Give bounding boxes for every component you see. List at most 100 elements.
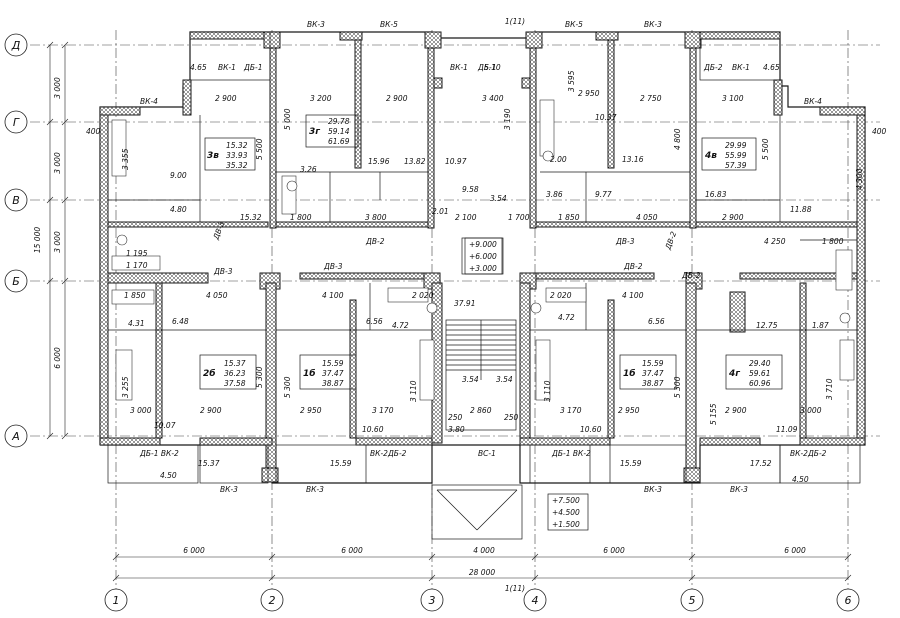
dim-text: 1 800 xyxy=(822,237,844,246)
axis-label: Д xyxy=(11,39,21,52)
misc-dimensions: 400 400 5.10 1 170 1 195 250 250 xyxy=(86,63,887,422)
room-area: 4.50 xyxy=(792,475,809,484)
room-area: 4.65 xyxy=(190,63,207,72)
dim-text: 1 800 xyxy=(290,213,312,222)
dim-tick xyxy=(688,553,696,561)
level: +6.000 xyxy=(469,252,497,261)
dim-text: 3 000 xyxy=(800,406,822,415)
dim-text: 6 000 xyxy=(784,546,806,555)
dim-text: 5 500 xyxy=(255,138,264,160)
opening-mark: ВК-2ДБ-2 xyxy=(370,449,407,458)
dim-text: 3 595 xyxy=(567,70,576,92)
apt-type: 4г xyxy=(728,369,740,379)
axis-bubble-5 xyxy=(680,588,704,612)
opening-mark: ДБ-1 ВК-2 xyxy=(551,449,591,458)
dim-text: 3 800 xyxy=(365,213,387,222)
dim-tick xyxy=(688,574,696,582)
axis-label: 4 xyxy=(532,594,539,607)
room-area: 15.96 xyxy=(368,157,390,166)
room-area: 2.00 xyxy=(550,155,567,164)
room-area: 13.82 xyxy=(404,157,426,166)
opening-mark: ВК-1 xyxy=(218,63,236,72)
dim-text: 3 170 xyxy=(560,406,582,415)
opening-marks: ВК-3 ВК-5 ВК-5 ВК-3 ВК-1 ДБ-1 ВК-1 ДБ-1 … xyxy=(139,20,827,494)
room-area: 10.37 xyxy=(595,113,617,122)
room-area: 4.31 xyxy=(128,319,145,328)
axis-bubble-D xyxy=(4,33,28,57)
apt-area: 55.99 xyxy=(725,151,747,160)
opening-mark: ДБ-1 xyxy=(477,63,496,72)
dim-tick xyxy=(844,574,852,582)
apt-area: 37.47 xyxy=(642,369,664,378)
opening-mark: ВК-2ДБ-2 xyxy=(790,449,827,458)
dim-text: 2 020 xyxy=(412,291,434,300)
axis-label: 6 xyxy=(845,594,852,607)
apt-area: 37.58 xyxy=(224,379,246,388)
total-width: 28 000 xyxy=(469,568,495,577)
section-mark-bottom: 1(11) xyxy=(505,584,525,593)
room-area: 9.77 xyxy=(595,190,612,199)
opening-mark: ВК-4 xyxy=(140,97,158,106)
room-area: 3.86 xyxy=(546,190,563,199)
axis-label: Б xyxy=(12,275,20,288)
dim-tick xyxy=(61,432,69,440)
level: +9.000 xyxy=(469,240,497,249)
dim-text: 6 000 xyxy=(341,546,363,555)
dim-tick xyxy=(46,41,54,49)
room-area: 3.80 xyxy=(448,425,465,434)
room-area: 4.72 xyxy=(558,313,575,322)
dim-text: 2 020 xyxy=(550,291,572,300)
opening-mark: ДБ-1 xyxy=(243,63,262,72)
dim-text: 3 190 xyxy=(503,108,512,130)
apt-area: 35.32 xyxy=(226,161,248,170)
dim-text: 2 900 xyxy=(725,406,747,415)
dim-text: 2 100 xyxy=(455,213,477,222)
room-area: 6.56 xyxy=(366,317,383,326)
opening-mark: ДВ-2 xyxy=(663,230,678,252)
opening-mark: ВК-3 xyxy=(307,20,325,29)
overall-dimensions: 6 000 6 000 4 000 6 000 6 000 28 000 15 … xyxy=(33,17,806,593)
apt-area: 59.14 xyxy=(328,127,350,136)
room-area: 4.65 xyxy=(763,63,780,72)
dim-text: 5 500 xyxy=(761,138,770,160)
opening-mark: ВК-3 xyxy=(306,485,324,494)
dim-text: 1 850 xyxy=(124,291,146,300)
room-area: 2.01 xyxy=(432,207,449,216)
axis-bubble-3 xyxy=(420,588,444,612)
room-area: 3.26 xyxy=(300,165,317,174)
opening-mark: ДВ-3 xyxy=(213,267,233,276)
dim-text: 1 170 xyxy=(126,261,148,270)
dim-text: 4 250 xyxy=(764,237,786,246)
room-area: 17.52 xyxy=(750,459,772,468)
section-mark-top: 1(11) xyxy=(505,17,525,26)
level-marks: +9.000 +6.000 +3.000 +7.500 +4.500 +1.50… xyxy=(469,240,580,529)
dim-tick xyxy=(268,553,276,561)
apt-type: 3в xyxy=(207,151,219,161)
dim-text: 3 000 xyxy=(53,77,62,99)
dim-tick xyxy=(46,196,54,204)
dim-text: 4 050 xyxy=(206,291,228,300)
dim-text: 2 860 xyxy=(470,406,492,415)
room-area: 15.32 xyxy=(240,213,262,222)
apt-area: 38.87 xyxy=(322,379,344,388)
axis-bubble-2 xyxy=(260,588,284,612)
dim-text: 5 000 xyxy=(283,108,292,130)
opening-mark: ДБ-1 ВК-2 xyxy=(139,449,179,458)
dim-text: 3 255 xyxy=(121,376,130,398)
opening-mark: ВК-3 xyxy=(644,20,662,29)
dim-tick xyxy=(268,574,276,582)
room-area: 3.54 xyxy=(462,375,479,384)
walls xyxy=(99,31,866,484)
axis-label: Г xyxy=(13,116,20,129)
apt-area: 29.78 xyxy=(328,117,350,126)
room-area: 4.72 xyxy=(392,321,409,330)
room-area: 3.54 xyxy=(490,194,507,203)
dim-text: 400 xyxy=(86,127,101,136)
opening-mark: ВК-3 xyxy=(730,485,748,494)
apt-type: 1б xyxy=(623,368,636,379)
apt-type: 2б xyxy=(203,368,216,379)
stairwell xyxy=(431,237,523,540)
dim-text: 6 000 xyxy=(603,546,625,555)
dim-text: 5 300 xyxy=(255,366,264,388)
dim-tick xyxy=(531,553,539,561)
